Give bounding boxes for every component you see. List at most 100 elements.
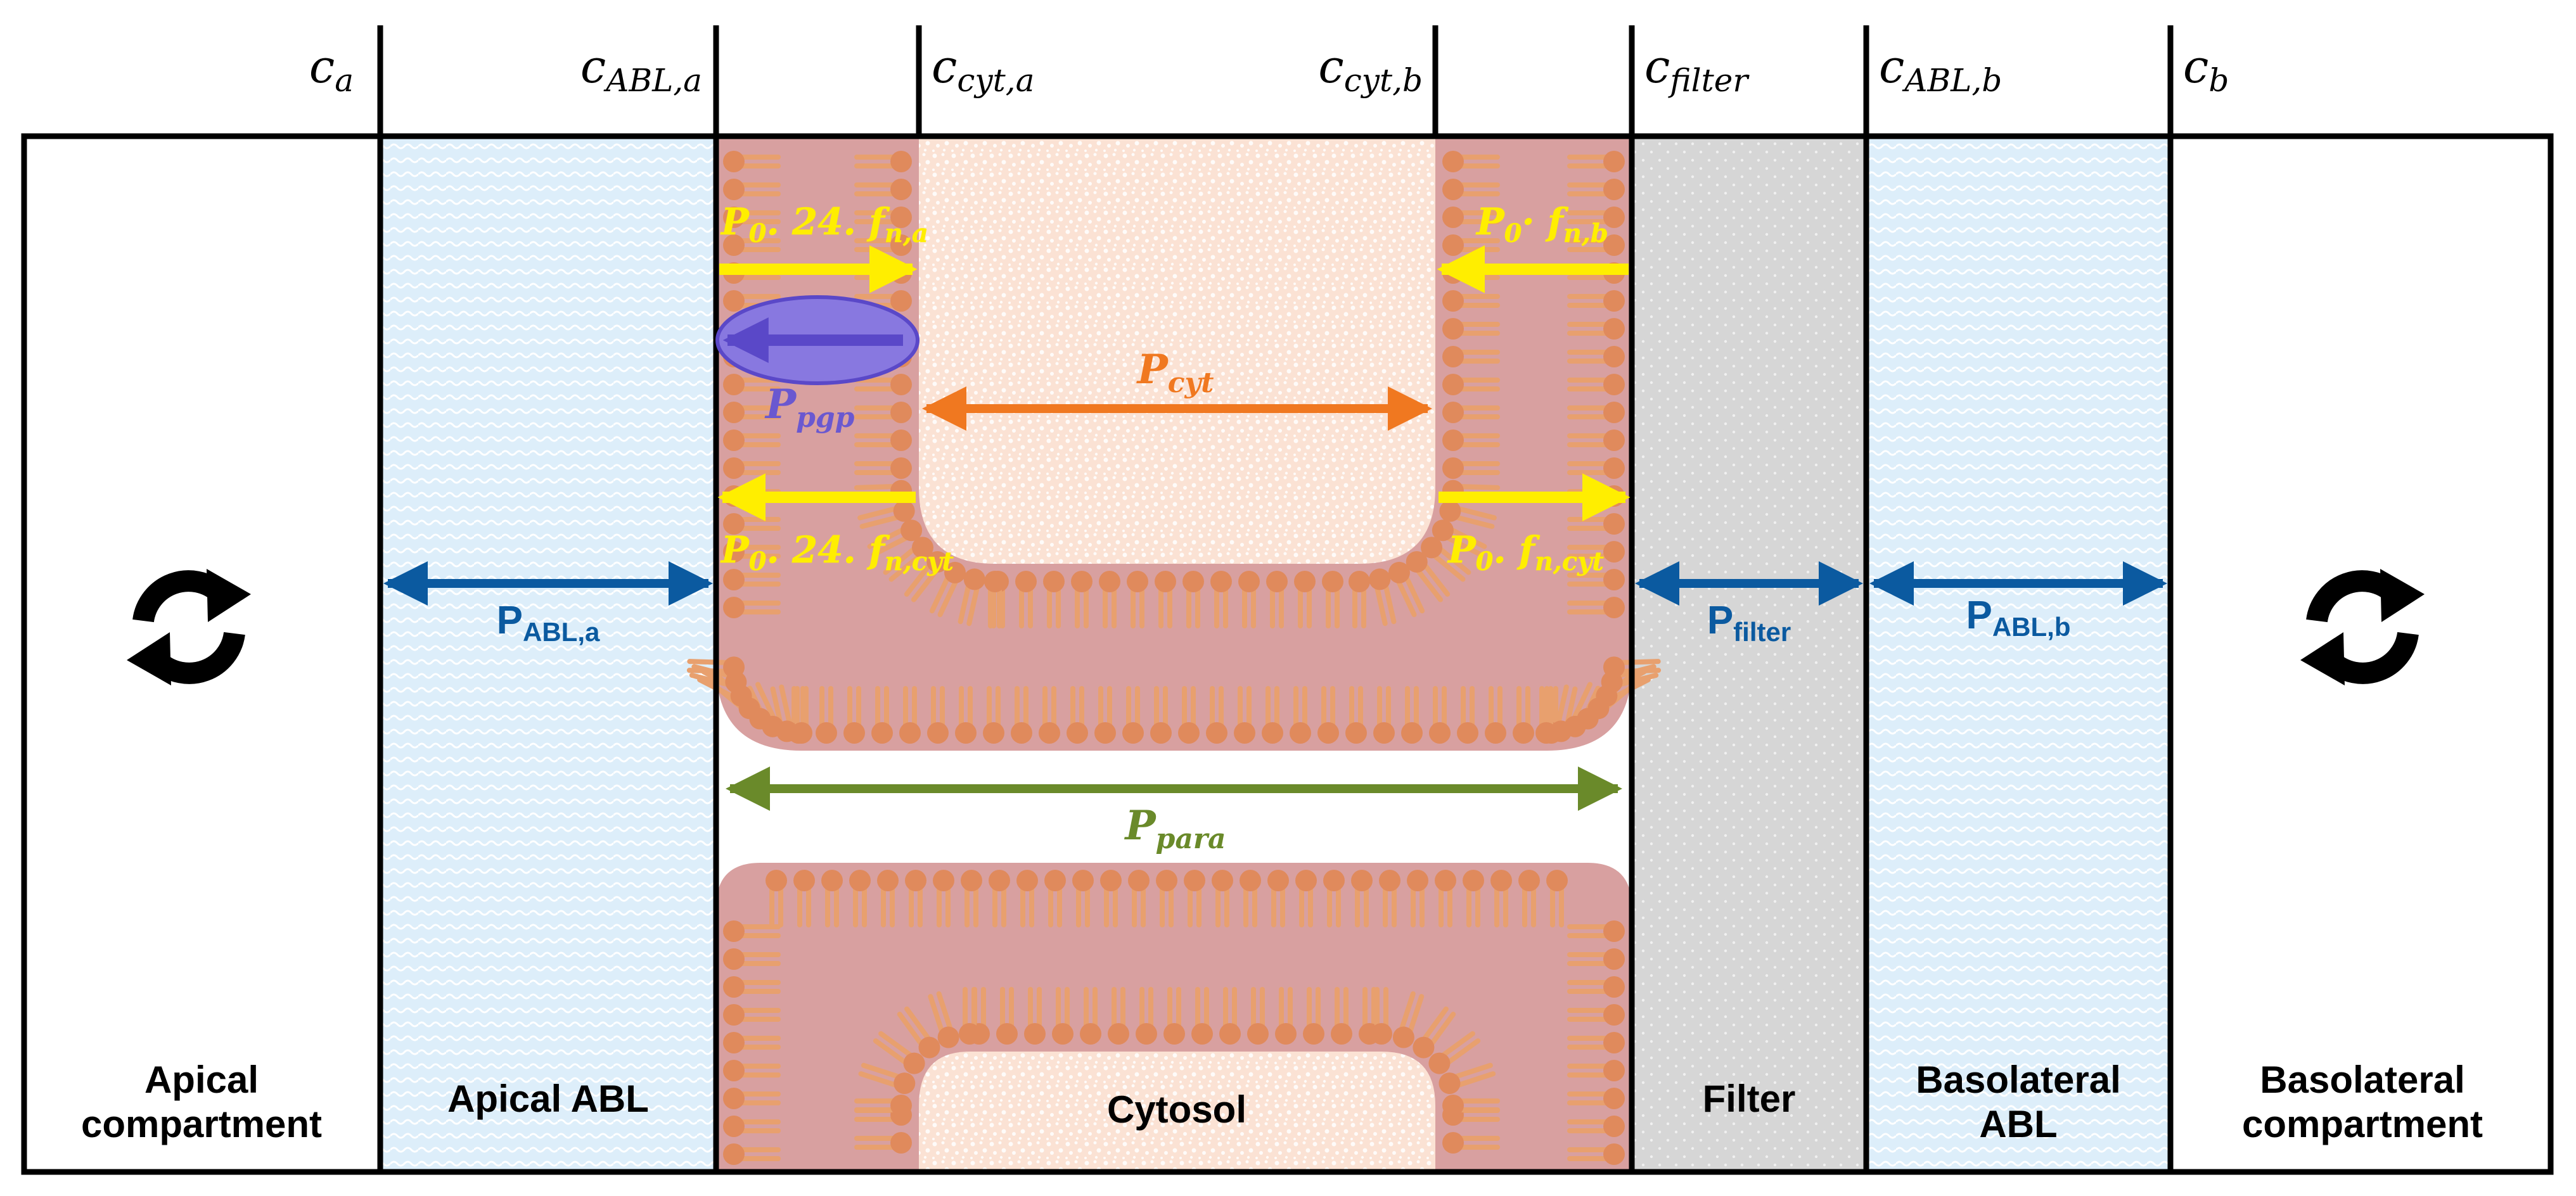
lipid-molecule <box>1567 318 1625 340</box>
lipid-molecule <box>1262 686 1283 744</box>
lipid-molecule <box>1122 686 1144 744</box>
lipid-molecule <box>1442 457 1500 479</box>
label-apical-line2: compartment <box>81 1103 322 1145</box>
lipid-molecule <box>854 151 912 172</box>
lipid-molecule <box>1567 976 1625 998</box>
lipid-molecule <box>1407 870 1428 927</box>
lipid-molecule <box>854 402 912 423</box>
lipid-molecule <box>883 537 933 582</box>
lipid-molecule <box>1206 686 1227 744</box>
lipid-molecule <box>854 1132 912 1154</box>
lipid-molecule <box>723 541 781 563</box>
lipid-molecule <box>1485 686 1506 744</box>
lipid-molecule <box>1442 179 1500 200</box>
lipid-molecule <box>955 686 977 744</box>
lipid-molecule <box>1439 500 1497 529</box>
refresh-cycle-icon <box>2300 569 2425 685</box>
label-p0-24-fncyt: P0. 24. fn,cyt <box>720 528 954 576</box>
lipid-molecule <box>821 870 843 927</box>
lipid-molecule <box>1442 346 1500 367</box>
lipid-molecule <box>1322 571 1343 628</box>
lipid-molecule <box>1108 987 1129 1045</box>
lipid-molecule <box>1567 429 1625 451</box>
lipid-molecule <box>1099 571 1120 628</box>
lipid-molecule <box>1442 207 1500 228</box>
lipid-molecule <box>723 976 781 998</box>
lipid-molecule <box>1513 686 1534 744</box>
lipid-molecule <box>928 991 959 1048</box>
lipid-molecule <box>1518 870 1540 927</box>
conc-c-b: cb <box>2183 40 2229 99</box>
lipid-molecule <box>854 429 912 451</box>
label-p-cyt: Pcyt <box>1136 346 1214 399</box>
label-apical-line1: Apical <box>144 1059 259 1101</box>
lipid-molecule <box>1567 1088 1625 1109</box>
lipid-molecule <box>1567 374 1625 395</box>
lipid-molecule <box>1275 987 1297 1045</box>
lipid-molecule <box>793 870 815 927</box>
lipid-molecule <box>1567 402 1625 423</box>
lipid-molecule <box>989 870 1010 927</box>
lipid-molecule <box>1184 870 1205 927</box>
lipid-molecule <box>904 550 949 602</box>
lipid-molecule <box>1345 686 1367 744</box>
label-cytosol: Cytosol <box>1107 1088 1246 1131</box>
lipid-molecule <box>1439 1062 1496 1095</box>
lipid-molecule <box>686 656 745 678</box>
lipid-molecule <box>1043 571 1065 628</box>
lipid-molecule <box>1406 550 1451 602</box>
lipid-molecule <box>958 568 985 627</box>
lipid-molecule <box>723 1060 781 1081</box>
conc-c-filter: cfilter <box>1644 40 1750 99</box>
lipid-molecule <box>858 1062 916 1095</box>
label-p0-fncyt: P0. fn,cyt <box>1447 528 1604 576</box>
lipid-molecule <box>854 179 912 200</box>
diagram-frame <box>21 133 2554 1175</box>
lipid-molecule <box>1442 402 1500 423</box>
conc-c-abl-b: cABL,b <box>1879 40 2002 99</box>
lipid-molecule <box>1567 234 1625 256</box>
label-filter: Filter <box>1703 1078 1796 1120</box>
conc-c-abl-a: cABL,a <box>580 40 702 99</box>
lipid-molecule <box>996 987 1018 1045</box>
lipid-molecule <box>1150 686 1172 744</box>
lipid-molecule <box>1351 870 1373 927</box>
label-p-para: Ppara <box>1124 802 1226 855</box>
label-basolateral-line2: compartment <box>2242 1103 2483 1145</box>
lipid-molecule <box>723 948 781 970</box>
lipid-molecule <box>1442 151 1500 172</box>
lipid-molecule <box>1266 571 1288 628</box>
lipid-molecule <box>1240 870 1261 927</box>
lipid-molecule <box>1388 561 1425 618</box>
lipid-molecule <box>1567 948 1625 970</box>
lipid-molecule <box>1442 318 1500 340</box>
lipid-molecule <box>1094 686 1116 744</box>
label-p-filter: Pfilter <box>1707 599 1791 647</box>
lipid-molecule <box>905 870 926 927</box>
lipid-molecule <box>897 1006 940 1059</box>
lipid-molecule <box>1323 870 1345 927</box>
lipid-molecule <box>1349 571 1370 628</box>
lipid-molecule <box>1127 571 1148 628</box>
apical-abl-region <box>380 136 716 1172</box>
lipid-molecule <box>1429 686 1451 744</box>
lipid-molecule <box>1044 870 1066 927</box>
lipid-molecule <box>723 429 781 451</box>
label-basolateral-abl-line1: Basolateral <box>1916 1059 2121 1101</box>
lipid-molecule <box>1463 870 1484 927</box>
lipid-molecule <box>1015 571 1037 628</box>
label-apical-abl: Apical ABL <box>447 1078 649 1120</box>
lipid-molecule <box>1128 870 1150 927</box>
lipid-molecule <box>1011 686 1032 744</box>
lipid-molecule <box>1421 537 1471 582</box>
lipid-molecule <box>1136 987 1157 1045</box>
lipid-molecule <box>867 519 923 557</box>
lipid-molecule <box>1080 987 1101 1045</box>
conc-c-cyt-b: ccyt,b <box>1318 40 1423 99</box>
lipid-molecule <box>1442 1132 1500 1154</box>
lipid-molecule <box>1024 987 1046 1045</box>
lipid-molecule <box>1567 1032 1625 1053</box>
lipid-molecule <box>1442 1095 1500 1116</box>
lipid-molecule <box>1071 571 1093 628</box>
